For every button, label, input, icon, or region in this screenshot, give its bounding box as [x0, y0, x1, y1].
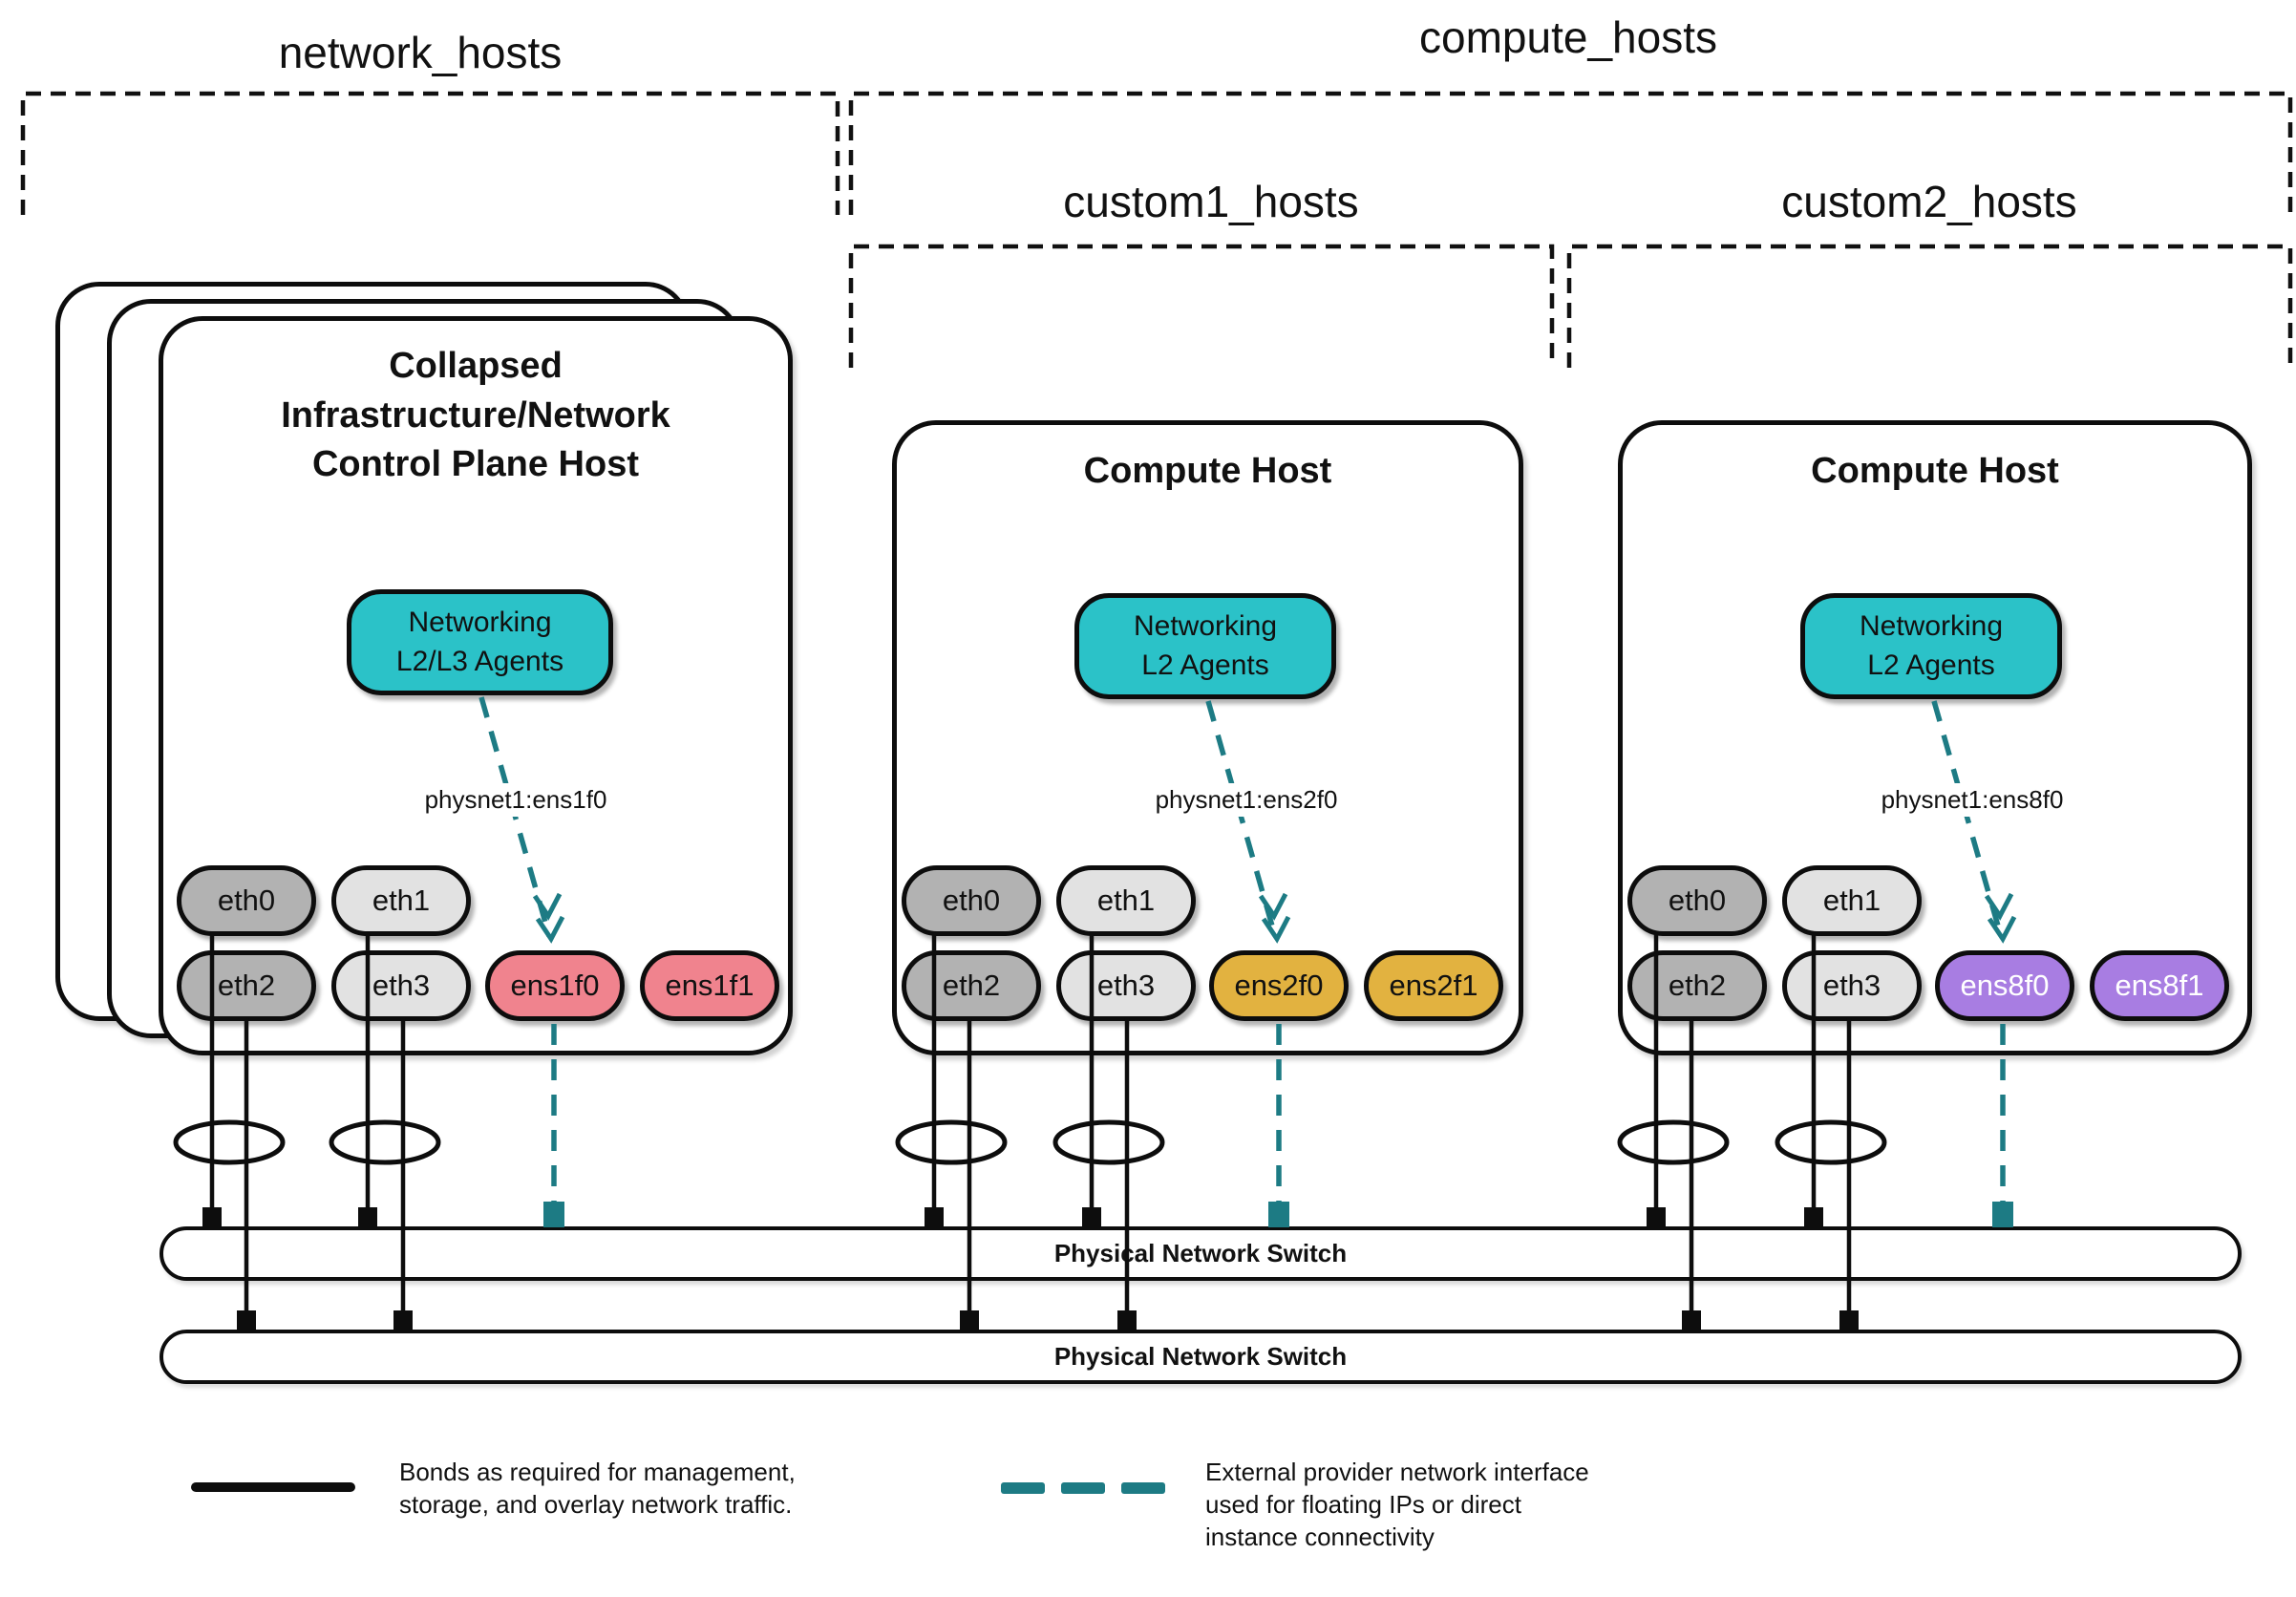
physical-network-switch-2: Physical Network Switch: [159, 1330, 2242, 1384]
group-label-custom1-hosts: custom1_hosts: [1063, 177, 1359, 226]
nic-pill-ens1f0: ens1f0: [485, 950, 625, 1021]
legend-bond-text: Bonds as required for management, storag…: [399, 1458, 796, 1519]
provider-connector-square: [543, 1202, 564, 1227]
nic-pill-eth2: eth2: [1627, 950, 1767, 1021]
physnet-label-3: physnet1:ens8f0: [1873, 783, 2072, 817]
physical-network-switch-1: Physical Network Switch: [159, 1226, 2242, 1281]
group-label-compute-hosts: compute_hosts: [1419, 12, 1717, 62]
host-title-compute-2: Compute Host: [1811, 451, 2059, 491]
nic-pill-eth0: eth0: [177, 865, 316, 936]
group-bracket-network-hosts: [20, 91, 840, 215]
provider-connector-square: [1268, 1202, 1289, 1227]
nic-pill-ens2f1: ens2f1: [1364, 950, 1503, 1021]
switch2-connector-squares: [237, 1310, 1859, 1331]
nic-pill-ens1f1: ens1f1: [640, 950, 779, 1021]
provider-connector-square: [1992, 1202, 2013, 1227]
nic-pill-eth3: eth3: [331, 950, 471, 1021]
nic-pill-eth1: eth1: [1056, 865, 1196, 936]
nic-pill-eth3: eth3: [1782, 950, 1922, 1021]
group-bracket-custom2-hosts: [1566, 244, 2293, 368]
legend-bond-line-swatch: [191, 1482, 355, 1492]
networking-agents-box-2: Networking L2 Agents: [1074, 593, 1336, 699]
nic-pill-eth0: eth0: [902, 865, 1041, 936]
nic-pill-ens2f0: ens2f0: [1209, 950, 1349, 1021]
legend-external-text: External provider network interface used…: [1205, 1458, 1589, 1551]
legend-dash-segment: [1001, 1482, 1045, 1494]
legend-dash-segment: [1061, 1482, 1105, 1494]
host-title-compute-1: Compute Host: [1083, 451, 1332, 491]
group-label-custom2-hosts: custom2_hosts: [1781, 177, 2077, 226]
nic-pill-ens8f0: ens8f0: [1935, 950, 2074, 1021]
group-label-network-hosts: network_hosts: [278, 28, 563, 77]
switch1-connector-squares: [202, 1207, 1823, 1227]
networking-agents-box-1: Networking L2/L3 Agents: [347, 589, 613, 695]
group-bracket-custom1-hosts: [848, 244, 1555, 368]
nic-pill-eth1: eth1: [1782, 865, 1922, 936]
nic-pill-eth2: eth2: [177, 950, 316, 1021]
physnet-label-1: physnet1:ens1f0: [416, 783, 615, 817]
legend-dash-segment: [1121, 1482, 1165, 1494]
host-title-control-plane: Collapsed Infrastructure/Network Control…: [281, 346, 670, 485]
networking-agents-box-3: Networking L2 Agents: [1800, 593, 2062, 699]
nic-pill-eth0: eth0: [1627, 865, 1767, 936]
nic-pill-eth1: eth1: [331, 865, 471, 936]
bond-ellipses: [173, 1119, 1887, 1165]
nic-pill-ens8f1: ens8f1: [2090, 950, 2229, 1021]
nic-pill-eth2: eth2: [902, 950, 1041, 1021]
legend-external-line-swatch: [1001, 1482, 1165, 1494]
nic-pill-eth3: eth3: [1056, 950, 1196, 1021]
physnet-label-2: physnet1:ens2f0: [1147, 783, 1346, 817]
